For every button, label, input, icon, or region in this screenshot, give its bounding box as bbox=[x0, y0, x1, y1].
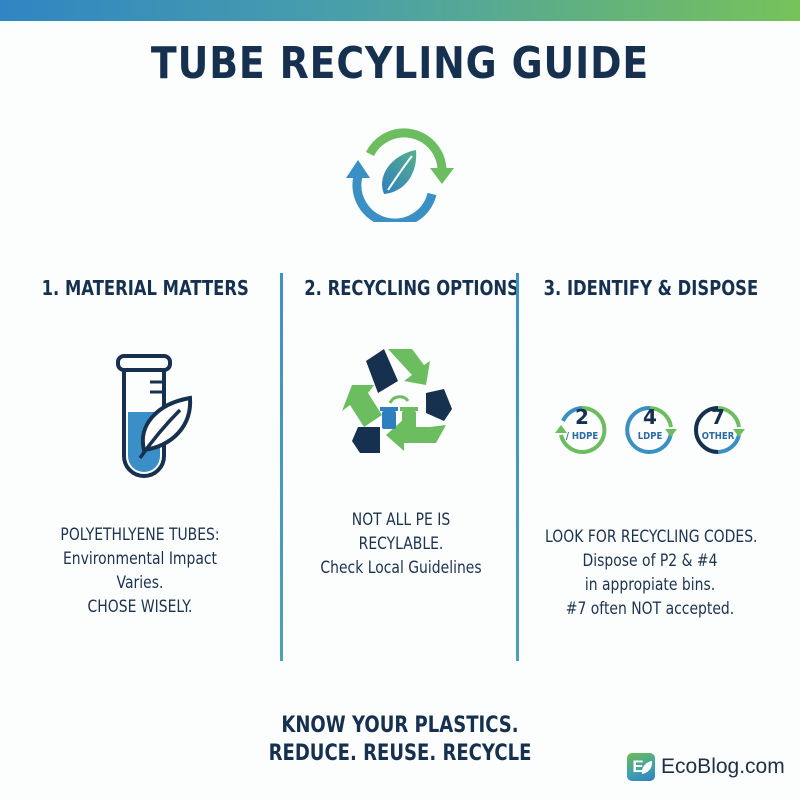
footer-tagline: KNOW YOUR PLASTICS. REDUCE. REUSE. RECYC… bbox=[72, 712, 728, 768]
code-label: / HDPE bbox=[565, 431, 599, 442]
body-line: #7 often NOT accepted. bbox=[565, 599, 735, 619]
code-number: 2 bbox=[575, 405, 589, 429]
code-badge-2-hdpe: 2 / HDPE bbox=[553, 401, 611, 459]
ecoblog-logo-icon: E bbox=[627, 753, 655, 781]
brand-logo-link[interactable]: E EcoBlog.com bbox=[627, 752, 785, 782]
code-number: 7 bbox=[711, 405, 725, 429]
test-tube-leaf-icon bbox=[110, 352, 194, 480]
body-line: Check Local Guidelines bbox=[320, 558, 482, 578]
column-divider bbox=[516, 273, 519, 661]
brand-name: EcoBlog.com bbox=[661, 755, 785, 778]
body-line: RECYLABLE. bbox=[358, 534, 444, 554]
body-line: POLYETHLYENE TUBES: bbox=[60, 525, 220, 545]
recycling-codes-icon: 2 / HDPE 4 LDPE 7 OTHER bbox=[553, 401, 747, 459]
body-line: Varies. bbox=[116, 573, 164, 593]
body-line: NOT ALL PE IS bbox=[351, 510, 451, 530]
tagline-line: KNOW YOUR PLASTICS. bbox=[281, 713, 519, 738]
section-body-material: POLYETHLYENE TUBES: Environmental Impact… bbox=[42, 523, 239, 619]
section-heading-material: 1. MATERIAL MATTERS bbox=[41, 276, 249, 300]
code-badge-4-ldpe: 4 LDPE bbox=[621, 401, 679, 459]
recycle-bins-icon bbox=[340, 345, 460, 457]
body-line: LOOK FOR RECYCLING CODES. bbox=[545, 527, 758, 547]
code-label: OTHER bbox=[701, 431, 735, 442]
section-heading-identify: 3. IDENTIFY & DISPOSE bbox=[543, 276, 759, 300]
page-title: TUBE RECYLING GUIDE bbox=[150, 38, 650, 89]
body-line: CHOSE WISELY. bbox=[87, 597, 193, 617]
body-line: Environmental Impact bbox=[62, 549, 218, 569]
body-line: in appropiate bins. bbox=[584, 575, 716, 595]
section-body-recycling: NOT ALL PE IS RECYLABLE. Check Local Gui… bbox=[304, 508, 498, 580]
body-line: Dispose of P2 & #4 bbox=[582, 551, 718, 571]
section-body-identify: LOOK FOR RECYCLING CODES. Dispose of P2 … bbox=[545, 525, 758, 621]
code-number: 4 bbox=[643, 405, 657, 429]
recycle-arrows-leaf-icon bbox=[342, 118, 458, 228]
code-label: LDPE bbox=[637, 431, 663, 442]
top-gradient-bar bbox=[0, 0, 800, 21]
code-badge-7-other: 7 OTHER bbox=[689, 401, 747, 459]
tagline-line: REDUCE. REUSE. RECYCLE bbox=[268, 741, 532, 766]
leaf-icon bbox=[641, 761, 653, 774]
section-heading-recycling: 2. RECYCLING OPTIONS bbox=[304, 276, 519, 300]
column-divider bbox=[280, 273, 283, 661]
